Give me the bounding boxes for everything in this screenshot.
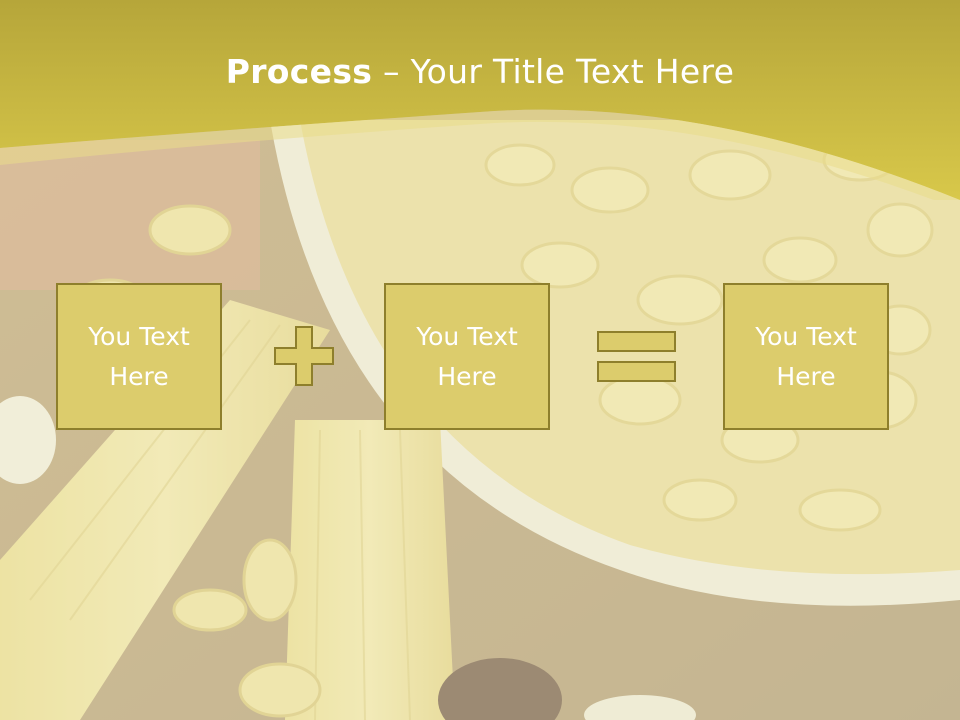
process-box-3[interactable]: You Text Here [723, 283, 889, 430]
process-box-2[interactable]: You Text Here [384, 283, 550, 430]
title-bold: Process [225, 52, 373, 91]
process-box-3-text: You Text Here [755, 321, 857, 391]
process-box-1-text: You Text Here [88, 321, 190, 391]
process-box-1[interactable]: You Text Here [56, 283, 222, 430]
header-band [0, 0, 960, 200]
title-rest: – Your Title Text Here [372, 52, 735, 91]
plus-icon [274, 326, 334, 386]
process-box-2-text: You Text Here [416, 321, 518, 391]
equals-icon [597, 331, 676, 382]
slide-title: Process – Your Title Text Here [0, 52, 960, 91]
